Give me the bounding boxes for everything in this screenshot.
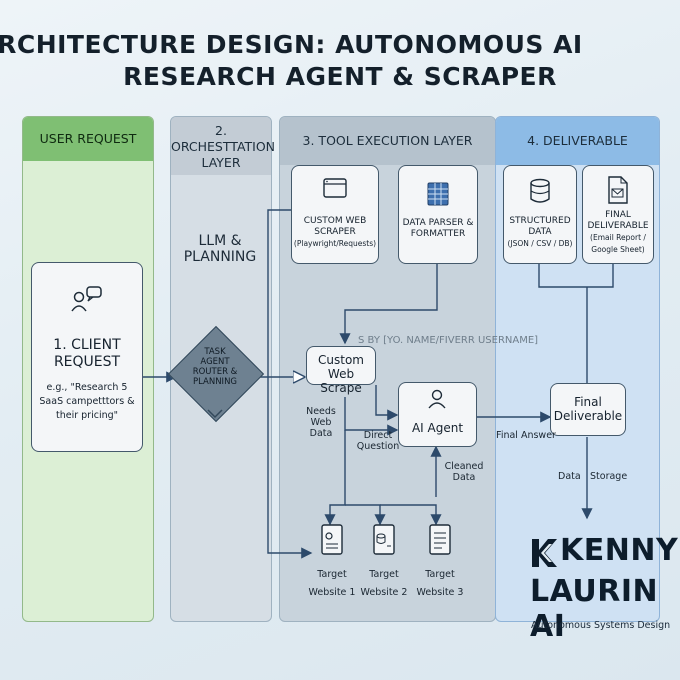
router-label-3: ROUTER & — [192, 367, 238, 377]
data-parser-box: DATA PARSER & FORMATTER — [398, 165, 478, 264]
structured-data-box: STRUCTURED DATA (JSON / CSV / DB) — [503, 165, 577, 264]
client-request-box: 1. CLIENT REQUEST e.g., "Research 5 SaaS… — [31, 262, 143, 452]
target-3-label-2: Website 3 — [416, 587, 464, 598]
final-card-label-1: FINAL — [605, 210, 631, 220]
deliverable-tree-lines — [538, 263, 614, 383]
cleaned-label-2: Data — [452, 472, 476, 483]
structured-label-2: DATA — [528, 227, 552, 237]
target-website-3: Target Website 3 — [412, 524, 468, 604]
arrow-to-target-3 — [380, 504, 442, 526]
scraper-label-1: CUSTOM WEB — [303, 216, 367, 226]
needs-label-1: Needs — [306, 406, 336, 417]
target-1-label-1: Target — [317, 569, 347, 580]
scraper-label-2: SCRAPER — [314, 227, 356, 237]
orchestration-header-line-2: LAYER — [201, 155, 241, 170]
user-request-header: USER REQUEST — [23, 117, 153, 161]
needs-label-3: Data — [309, 428, 333, 439]
chevron-down-icon — [205, 406, 225, 420]
arrow-custom-to-agent — [375, 385, 399, 421]
spreadsheet-icon — [427, 182, 449, 210]
target-website-2: Target Website 2 — [356, 524, 412, 604]
data-label: Data — [558, 471, 581, 482]
router-label-2: AGENT — [200, 357, 230, 367]
webpage-icon — [320, 524, 344, 556]
person-icon — [427, 389, 447, 412]
client-example-2: SaaS campetttors & — [39, 396, 135, 407]
direct-label-1: Direct — [363, 430, 393, 441]
structured-label-3: (JSON / CSV / DB) — [507, 239, 573, 248]
page-title-line-2: RESEARCH AGENT & SCRAPER — [123, 62, 557, 91]
database-icon — [529, 178, 551, 208]
final-card-label-2: DELIVERABLE — [587, 221, 649, 231]
ai-agent-label: AI Agent — [411, 421, 464, 435]
final-box-label-2: Deliverable — [553, 409, 623, 423]
arrow-custom-to-targets — [324, 430, 346, 526]
target-3-label-1: Target — [425, 569, 455, 580]
orchestration-header-line-1: 2. ORCHESTTATION — [171, 123, 276, 154]
target-1-label-2: Website 1 — [308, 587, 356, 598]
custom-web-scrape-box: Custom Web Scrape — [306, 346, 376, 395]
llm-planning-line-1: LLM & — [198, 233, 242, 249]
client-request-title-1: 1. CLIENT — [53, 337, 121, 353]
custom-scrape-label-2: Web Scrape — [320, 367, 362, 395]
final-card-label-4: Google Sheet) — [591, 245, 645, 254]
parser-label-2: FORMATTER — [410, 229, 466, 239]
llm-planning-line-2: PLANNING — [183, 249, 257, 265]
user-chat-icon — [70, 285, 104, 313]
router-label-4: PLANNING — [192, 377, 238, 387]
target-website-1: Target Website 1 — [304, 524, 360, 604]
final-answer-label: Final Answer — [496, 430, 556, 441]
brand-tagline: Autonomous Systems Design — [531, 620, 671, 631]
router-label-1: TASK — [204, 347, 226, 357]
arrow-parser-to-custom-scrape — [339, 263, 438, 345]
deliverable-header: 4. DELIVERABLE — [496, 117, 659, 165]
structured-label-1: STRUCTURED — [509, 216, 571, 226]
report-icon — [607, 176, 629, 208]
final-deliverable-card: FINAL DELIVERABLE (Email Report / Google… — [582, 165, 654, 264]
tool-execution-header: 3. TOOL EXECUTION LAYER — [280, 117, 495, 165]
custom-web-scraper-box: CUSTOM WEB SCRAPER (Playwright/Requests) — [291, 165, 379, 264]
client-example-1: e.g., "Research 5 — [46, 382, 128, 393]
parser-label-1: DATA PARSER & — [402, 218, 474, 228]
ai-agent-box: AI Agent — [398, 382, 477, 447]
custom-scrape-label-1: Custom — [318, 353, 364, 367]
brand-name-line-1: KENNY — [560, 533, 679, 568]
brand-k-logo — [530, 537, 558, 573]
arrow-to-target-2 — [345, 504, 386, 526]
brand-name-line-2: LAURIN AI — [530, 574, 659, 644]
database-page-icon — [372, 524, 396, 556]
arrow-direct-question — [344, 397, 399, 436]
watermark-text: S BY [YO. NAME/FIVERR USERNAME] — [358, 335, 539, 346]
arrow-router-to-targets — [267, 377, 313, 559]
document-icon — [428, 524, 452, 556]
client-example-3: their pricing" — [55, 410, 118, 421]
scraper-label-3: (Playwright/Requests) — [293, 239, 377, 248]
final-card-label-3: (Email Report / — [590, 233, 646, 242]
final-box-label-1: Final — [574, 395, 602, 409]
needs-label-2: Web — [310, 417, 332, 428]
target-2-label-1: Target — [369, 569, 399, 580]
page-title-line-1: ARCHITECTURE DESIGN: AUTONOMOUS AI — [0, 30, 583, 59]
browser-window-icon — [323, 178, 347, 202]
direct-label-2: Question — [356, 441, 400, 452]
final-deliverable-box: Final Deliverable — [550, 383, 626, 436]
target-2-label-2: Website 2 — [360, 587, 408, 598]
cleaned-label-1: Cleaned — [444, 461, 484, 472]
arrow-router-to-tools-top — [267, 209, 291, 377]
storage-label: Storage — [590, 471, 628, 482]
client-request-title-2: REQUEST — [53, 354, 121, 370]
orchestration-header: 2. ORCHESTTATION LAYER — [171, 117, 275, 175]
